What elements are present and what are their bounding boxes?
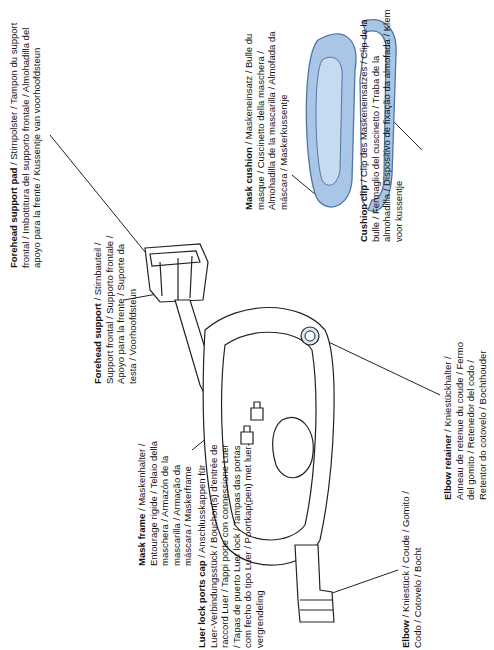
part-name: Mask cushion [243,147,254,210]
elbow-retainer-label: Elbow retainer / Kniestückhalter / Annea… [442,328,488,500]
leader-line [50,135,150,258]
part-name: Luer lock ports cap [196,560,207,648]
part-name: Forehead support [92,303,103,384]
leader-line [392,120,422,150]
forehead-support [145,244,208,302]
part-name: Elbow retainer [442,435,453,500]
mask-cushion-inner [316,57,342,185]
leader-line [320,338,440,395]
elbow-label: Elbow / Kniestück / Coude / Gomito / Cod… [400,472,423,648]
forehead-support-label: Forehead support / Stirnbauteil / Suppor… [92,222,138,384]
elbow-retainer-hole [305,331,315,341]
elbow-retainer [301,327,319,345]
luer-cap-label: Luer lock ports cap / Anschlusskappen fü… [196,442,266,648]
luer-cap [251,402,263,420]
part-name: Mask frame [136,514,147,566]
luer-cap [241,426,253,444]
forehead-support-pad-label: Forehead support pad / Stirnpolster / Ta… [8,6,43,268]
mask-cushion-label: Mask cushion / Maskeneinsatz / Bulle du … [243,6,289,210]
swivel-housing [273,417,314,477]
forehead-support-pad [150,251,200,266]
part-name: Elbow [400,620,411,648]
support-ribs [160,256,192,300]
mask-frame-label: Mask frame / Maskenhalter / Entourage ri… [136,428,194,566]
elbow [295,545,334,622]
part-name: Forehead support pad [8,168,19,268]
elbow-rings [300,600,333,610]
cushion-clip-label: Cushion clip / Clip des Maskeneinsatzes … [358,6,404,242]
part-name: Cushion clip [358,185,369,242]
mask-cushion [306,34,356,207]
